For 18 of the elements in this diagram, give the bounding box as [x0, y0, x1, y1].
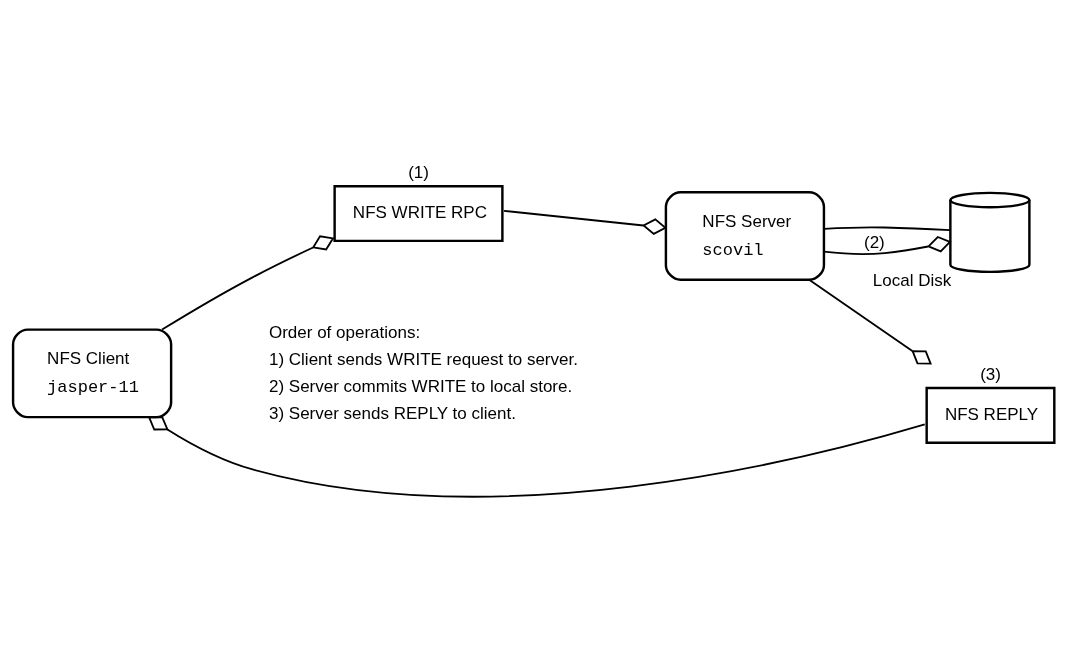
label: Order of operations:: [268, 322, 421, 342]
node-box: NFS Server scovil: [664, 190, 826, 281]
connector: [823, 225, 952, 231]
node-label: (3): [980, 364, 1001, 384]
connector: [808, 278, 932, 365]
label: 3) Server sends REPLY to client.: [268, 403, 516, 423]
node-label: (1): [408, 162, 429, 182]
label: 2) Server commits WRITE to local store.: [268, 376, 573, 396]
edge-label: (2): [864, 232, 885, 252]
connector: [161, 234, 335, 330]
node-box: NFS WRITE RPC: [333, 184, 504, 242]
node-label: Local Disk: [872, 270, 952, 289]
node-box: NFS REPLY: [925, 386, 1056, 444]
label: 1) Client sends WRITE request to server.: [268, 349, 578, 369]
connector: [823, 235, 952, 255]
connector: [147, 415, 926, 497]
node-box: NFS Client jasper-11: [11, 327, 173, 418]
connector: [503, 209, 668, 235]
